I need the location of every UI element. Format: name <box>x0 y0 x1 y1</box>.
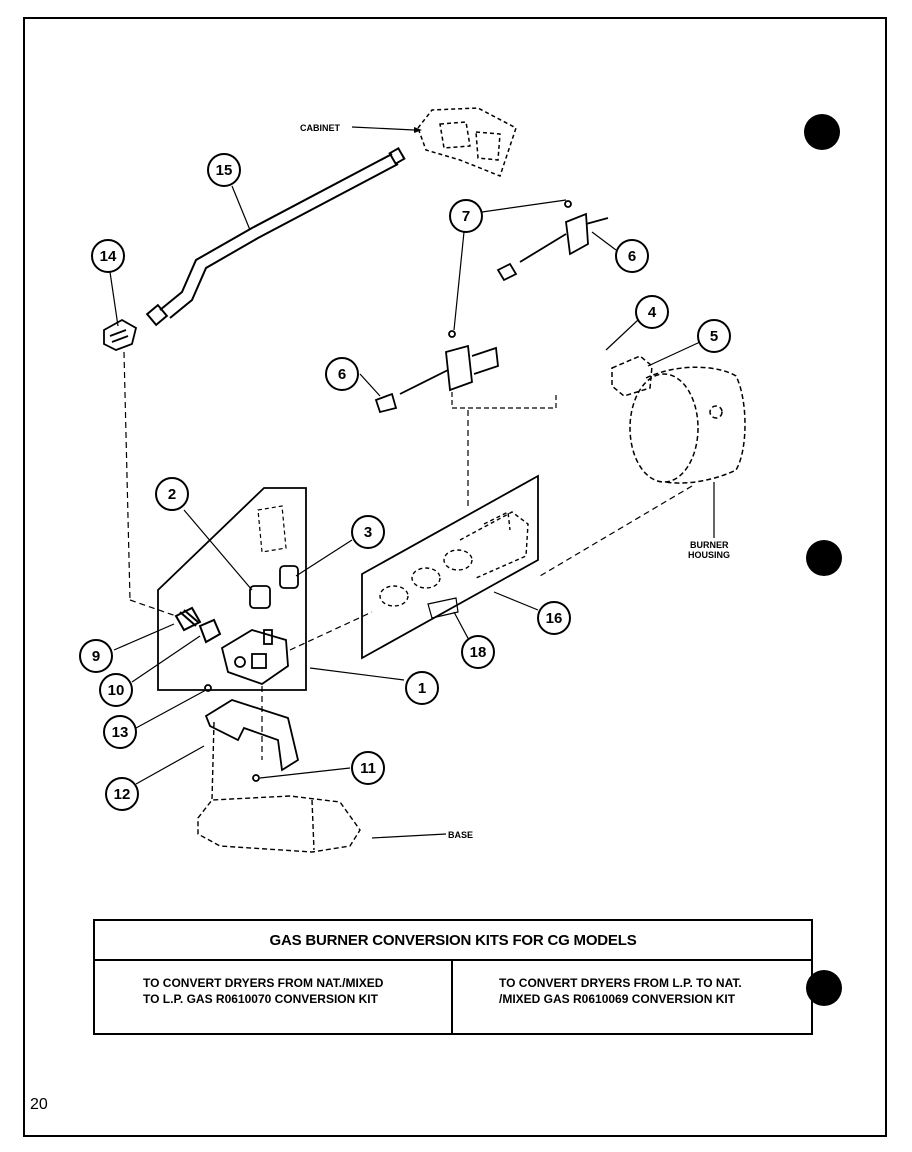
callout-7: 7 <box>449 199 483 233</box>
callout-12: 12 <box>105 777 139 811</box>
coil-part <box>249 565 299 609</box>
base-label: BASE <box>448 830 473 840</box>
kit-cell-lp-to-nat: TO CONVERT DRYERS FROM L.P. TO NAT. /MIX… <box>453 961 811 1035</box>
callout-2: 2 <box>155 477 189 511</box>
svg-text:1: 1 <box>418 680 426 697</box>
callout-11: 11 <box>351 751 385 785</box>
cabinet-leader <box>351 126 415 131</box>
svg-text:11: 11 <box>360 760 376 777</box>
svg-text:4: 4 <box>648 304 657 321</box>
callout-3: 3 <box>351 515 385 549</box>
callout-5: 5 <box>697 319 731 353</box>
spring-fitting <box>174 606 202 632</box>
svg-text:18: 18 <box>470 644 487 661</box>
svg-text:12: 12 <box>114 786 131 803</box>
orifice-nut <box>198 618 222 644</box>
gas-supply-tube <box>145 146 406 327</box>
callout-10: 10 <box>99 673 133 707</box>
callout-6-lower: 6 <box>325 357 359 391</box>
ignitor-assembly-upper <box>496 200 609 282</box>
callout-13: 13 <box>103 715 137 749</box>
burner-panel <box>361 474 539 660</box>
fitting-dash-line <box>123 351 131 601</box>
binder-hole-top <box>804 114 840 150</box>
kit-cell-nat-to-lp: TO CONVERT DRYERS FROM NAT./MIXED TO L.P… <box>95 961 453 1035</box>
svg-text:14: 14 <box>100 248 117 265</box>
kit-left-line1: TO CONVERT DRYERS FROM NAT./MIXED <box>143 976 384 990</box>
cabinet-part <box>417 107 517 177</box>
kit-right-line1: TO CONVERT DRYERS FROM L.P. TO NAT. <box>499 976 742 990</box>
svg-text:5: 5 <box>710 328 718 345</box>
mounting-bracket <box>204 684 300 782</box>
flare-fitting <box>103 318 138 351</box>
svg-text:7: 7 <box>462 208 470 225</box>
kit-table-title: GAS BURNER CONVERSION KITS FOR CG MODELS <box>95 921 811 961</box>
page-border <box>23 17 887 1137</box>
callout-4: 4 <box>635 295 669 329</box>
svg-text:2: 2 <box>168 486 176 503</box>
burner-tube <box>379 510 529 607</box>
callout-9: 9 <box>79 639 113 673</box>
cabinet-label: CABINET <box>300 123 341 133</box>
callout-18: 18 <box>461 635 495 669</box>
valve-bracket-panel <box>157 487 307 691</box>
callout-leaders <box>109 185 701 785</box>
callout-1: 1 <box>405 671 439 705</box>
burner-housing-label-line1: BURNER <box>690 540 729 550</box>
dryer-base <box>197 721 361 853</box>
burner-housing <box>611 355 746 484</box>
callout-14: 14 <box>91 239 125 273</box>
kit-right-line2: /MIXED GAS R0610069 CONVERSION KIT <box>499 992 736 1006</box>
svg-text:9: 9 <box>92 648 100 665</box>
ignitor-assembly-lower <box>374 330 499 414</box>
gas-valve <box>220 629 289 686</box>
svg-text:16: 16 <box>546 610 563 627</box>
svg-text:10: 10 <box>108 682 125 699</box>
callout-16: 16 <box>537 601 571 635</box>
svg-text:3: 3 <box>364 524 372 541</box>
svg-text:13: 13 <box>112 724 129 741</box>
page-number: 20 <box>30 1096 48 1113</box>
callout-6-upper: 6 <box>615 239 649 273</box>
svg-text:15: 15 <box>216 162 233 179</box>
svg-text:6: 6 <box>338 366 346 383</box>
svg-text:6: 6 <box>628 248 636 265</box>
conversion-kit-table: GAS BURNER CONVERSION KITS FOR CG MODELS… <box>93 919 813 1035</box>
kit-left-line2: TO L.P. GAS R0610070 CONVERSION KIT <box>143 992 378 1006</box>
binder-hole-middle <box>806 540 842 576</box>
base-leader <box>371 833 447 839</box>
callout-15: 15 <box>207 153 241 187</box>
burner-housing-label-line2: HOUSING <box>688 550 730 560</box>
